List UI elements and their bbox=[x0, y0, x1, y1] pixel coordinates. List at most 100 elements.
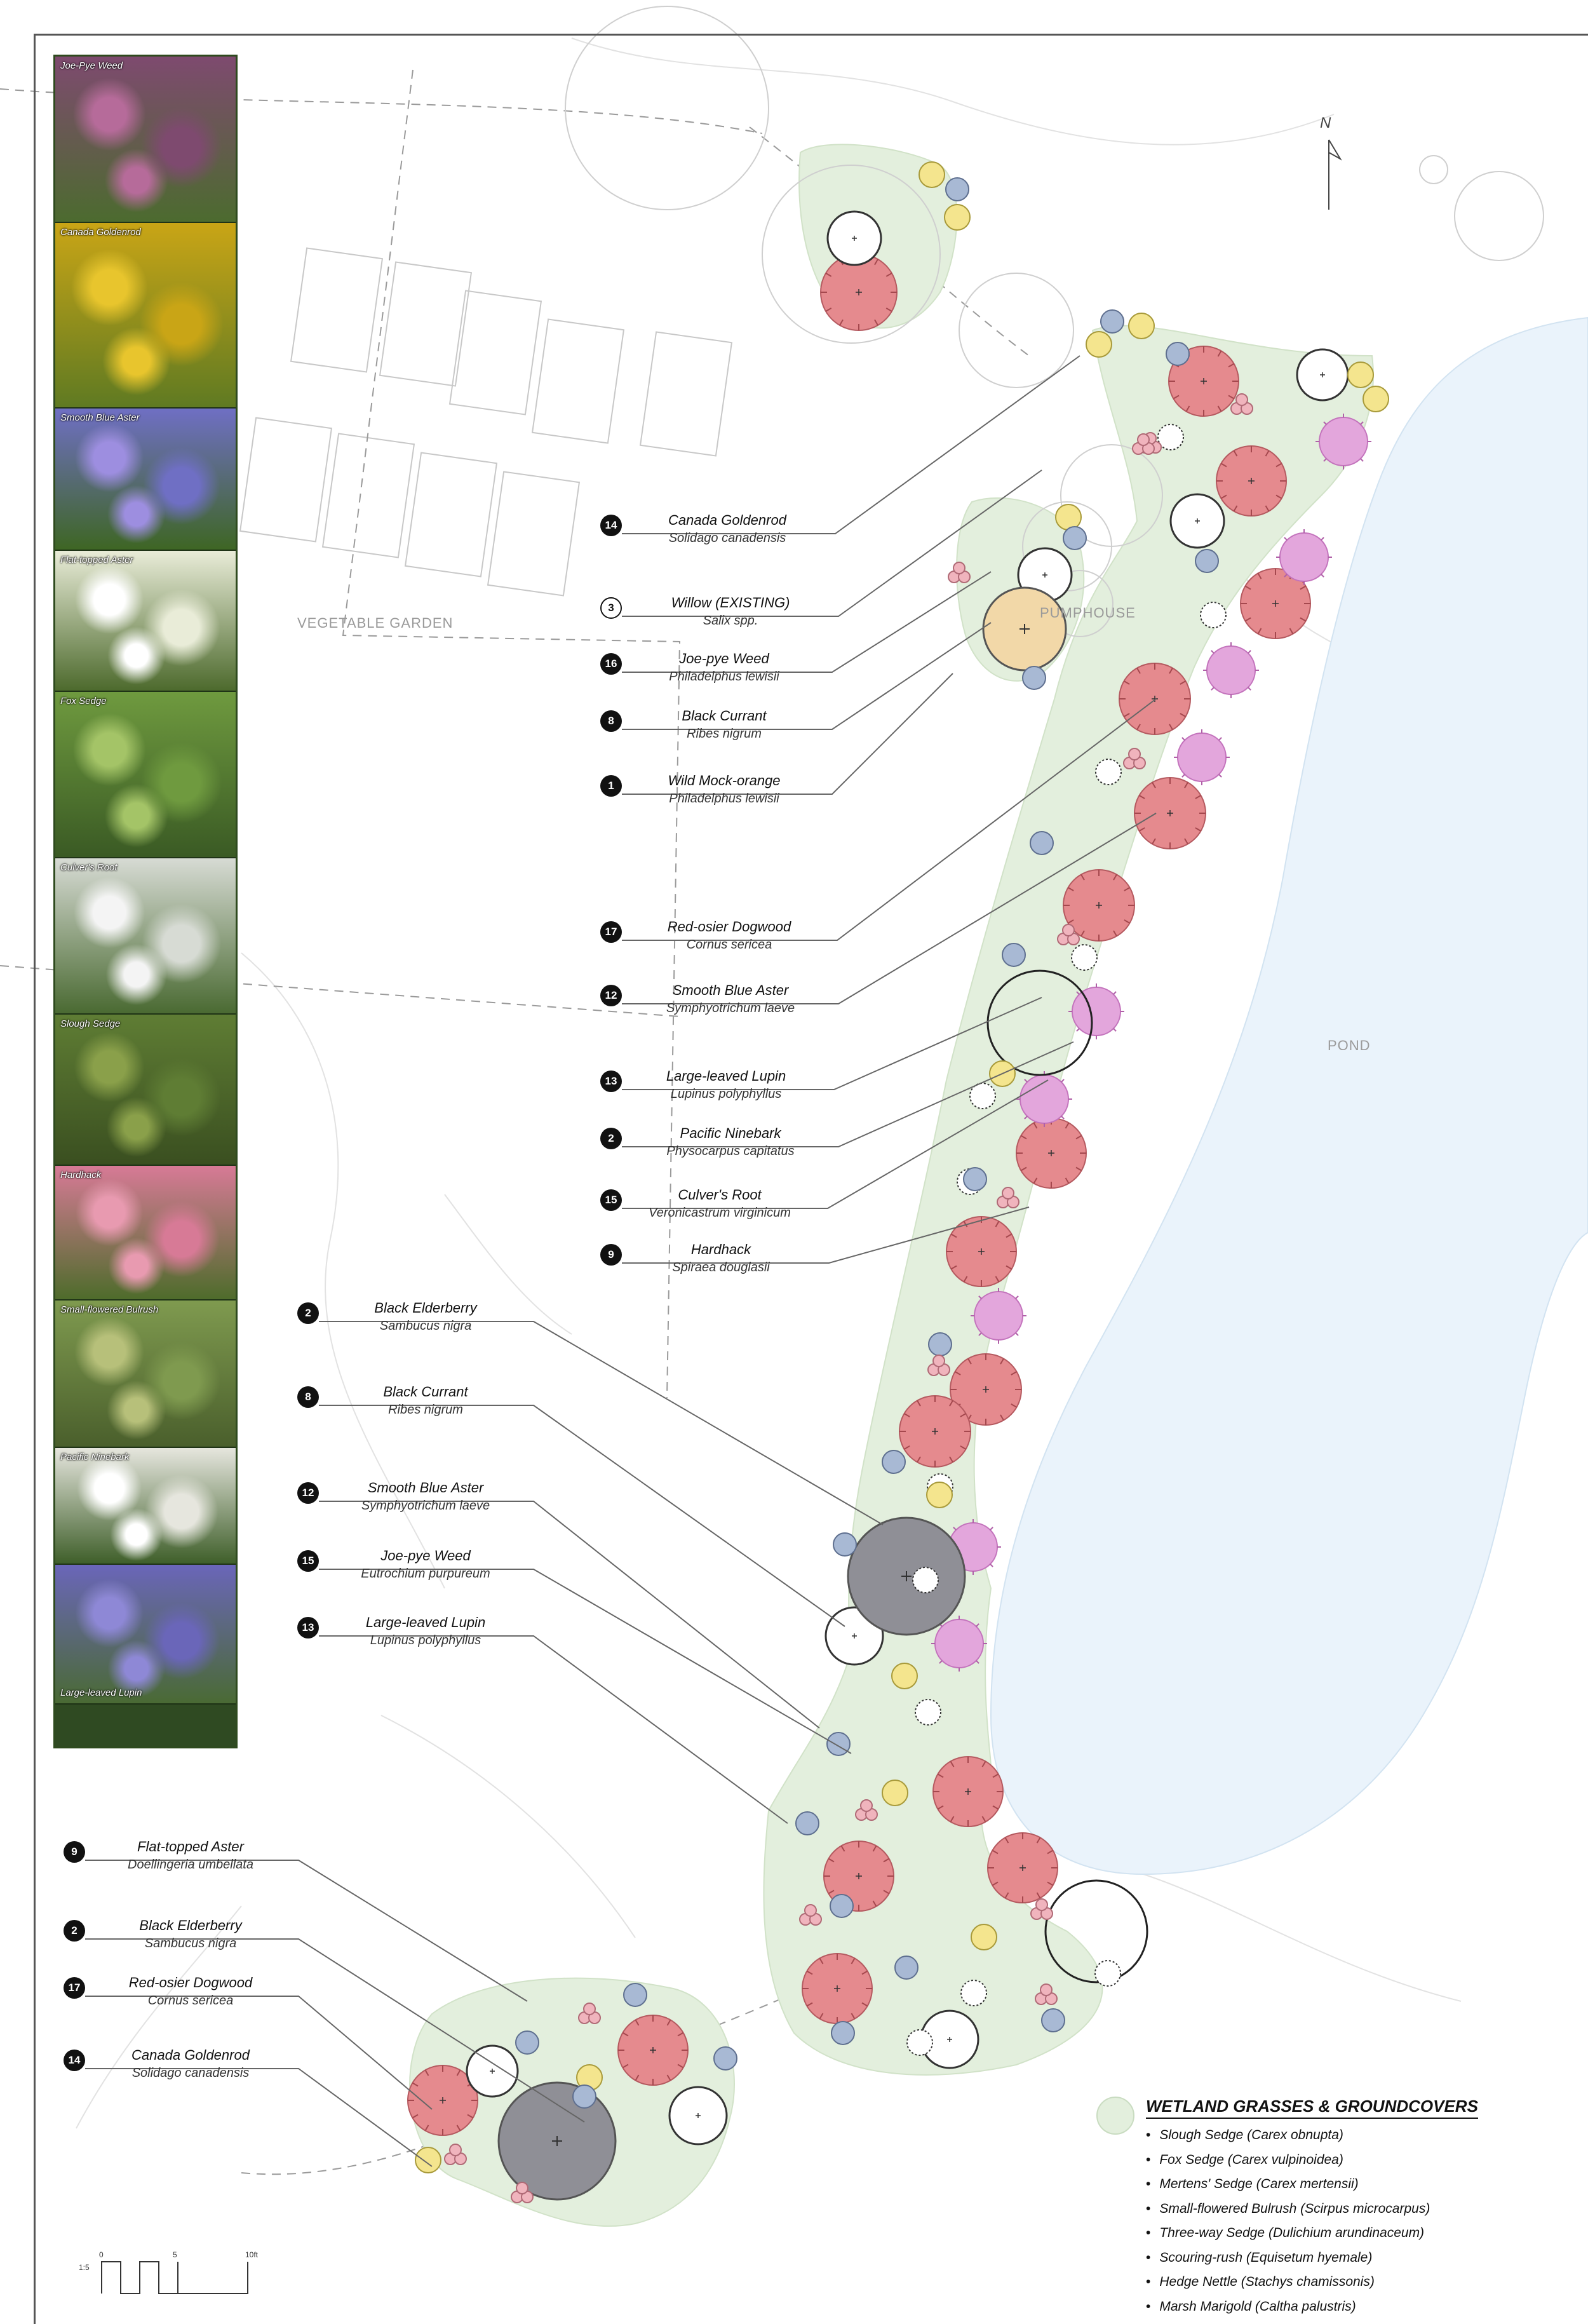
tree-tick bbox=[1113, 930, 1117, 936]
tree-tick bbox=[885, 273, 892, 277]
callout-scientific-name: Physocarpus capitatus bbox=[666, 1144, 795, 1158]
goldenrod-symbol bbox=[971, 1924, 997, 1950]
tree-tick bbox=[622, 2032, 629, 2037]
plant-photo: Slough Sedge bbox=[55, 1015, 236, 1166]
callout-common-name: Black Currant bbox=[682, 708, 767, 724]
tree-center-mark bbox=[932, 1428, 938, 1435]
plant-photo-caption: Smooth Blue Aster bbox=[60, 412, 140, 423]
tree-tick bbox=[412, 2082, 419, 2087]
shrub-tick bbox=[1323, 421, 1327, 425]
wetland-swatch bbox=[1096, 2097, 1134, 2135]
leader-line bbox=[319, 1569, 852, 1754]
tree-tick bbox=[840, 1845, 845, 1852]
aster-symbol bbox=[515, 2030, 539, 2055]
callout-common-name: Culver's Root bbox=[678, 1187, 762, 1203]
leader-line bbox=[319, 1405, 845, 1627]
callout-common-name: Joe-pye Weed bbox=[380, 1548, 471, 1564]
pond-label: POND bbox=[1328, 1037, 1371, 1053]
plant-photo: Large-leaved Lupin bbox=[55, 1565, 236, 1705]
tree-tick bbox=[1233, 450, 1238, 457]
callout-number: 17 bbox=[64, 1977, 85, 1999]
aster-symbol bbox=[1041, 2008, 1065, 2032]
leader-line bbox=[622, 1206, 1030, 1264]
leader-line bbox=[622, 470, 1042, 617]
callout-common-name: Large-leaved Lupin bbox=[365, 1614, 486, 1630]
tree-tick bbox=[955, 1371, 961, 1375]
shrub-tick bbox=[1061, 1079, 1065, 1083]
shrub-tick bbox=[1321, 537, 1324, 541]
goldenrod-symbol bbox=[415, 2147, 441, 2173]
aster-symbol bbox=[882, 1450, 906, 1474]
callout-common-name: Hardhack bbox=[690, 1241, 751, 1257]
tree-tick bbox=[1000, 1414, 1004, 1421]
tree-tick bbox=[1139, 795, 1145, 799]
leader-line bbox=[319, 1635, 788, 1824]
willow-center-mark bbox=[852, 236, 857, 241]
aster-symbol bbox=[830, 1894, 854, 1918]
shrub-tick bbox=[1181, 774, 1185, 778]
currant-symbol bbox=[804, 1904, 817, 1917]
tree-center-mark bbox=[1201, 378, 1207, 384]
tree-tick bbox=[1275, 463, 1282, 468]
legend-scientific-name: (Carex obnupta) bbox=[1247, 2128, 1343, 2142]
callout-number: 8 bbox=[297, 1386, 319, 1408]
tree-tick bbox=[1217, 350, 1222, 357]
aster-symbol bbox=[713, 2046, 737, 2071]
callout-scientific-name: Veronicastrum virginicum bbox=[649, 1206, 791, 1220]
tree-tick bbox=[666, 2074, 671, 2081]
callout-scientific-name: Salix spp. bbox=[703, 614, 758, 628]
tree-tick bbox=[1220, 463, 1227, 468]
tree-tick bbox=[1180, 680, 1186, 685]
currant-symbol bbox=[1137, 433, 1150, 446]
leader-line bbox=[622, 571, 992, 673]
callout-number: 8 bbox=[600, 710, 622, 732]
plant-photo-caption: Small-flowered Bulrush bbox=[60, 1304, 159, 1315]
callout-common-name: Canada Goldenrod bbox=[668, 512, 786, 528]
tree-tick bbox=[981, 1760, 986, 1767]
shrub-tick bbox=[1284, 537, 1288, 541]
legend-item: Marsh Marigold (Caltha palustris) bbox=[1146, 2295, 1430, 2320]
leader-line bbox=[622, 1079, 1049, 1209]
legend-item: Slough Sedge (Carex obnupta) bbox=[1146, 2123, 1430, 2148]
legend-common-name: Slough Sedge bbox=[1159, 2128, 1248, 2142]
callout-common-name: Red-osier Dogwood bbox=[667, 919, 791, 935]
callout-common-name: Canada Goldenrod bbox=[131, 2047, 250, 2063]
tree-center-mark bbox=[983, 1386, 989, 1393]
currant-symbol bbox=[1128, 748, 1141, 760]
tree-tick bbox=[874, 259, 878, 266]
tree-tick bbox=[995, 1220, 1000, 1227]
callout-scientific-name: Lupinus polyphyllus bbox=[370, 1633, 481, 1647]
tree-tick bbox=[666, 2019, 671, 2026]
legend-scientific-name: (Carex vulpinoidea) bbox=[1227, 2152, 1343, 2167]
currant-symbol bbox=[583, 2003, 596, 2015]
plant-photo-caption: Flat-topped Aster bbox=[60, 555, 133, 565]
legend-common-name: Fox Sedge bbox=[1159, 2152, 1228, 2167]
tree-tick bbox=[1068, 919, 1074, 924]
tree-tick bbox=[1004, 1837, 1009, 1844]
tree-tick bbox=[1011, 1371, 1017, 1375]
shrub-tick bbox=[1218, 774, 1222, 778]
callout-number: 2 bbox=[600, 1128, 622, 1149]
tree-center-mark bbox=[965, 1788, 971, 1795]
tree-tick bbox=[963, 1276, 968, 1283]
tree-tick bbox=[1300, 617, 1307, 622]
aster-symbol bbox=[572, 2084, 596, 2109]
legend-title: WETLAND GRASSES & GROUNDCOVERS bbox=[1146, 2097, 1478, 2119]
tree-center-mark bbox=[1167, 810, 1173, 816]
flat-topped-aster-symbol bbox=[912, 1567, 939, 1593]
leader-line bbox=[319, 1501, 820, 1729]
north-arrow bbox=[1328, 139, 1342, 210]
legend-item: Scouring-rush (Equisetum hyemale) bbox=[1146, 2246, 1430, 2271]
tree-tick bbox=[883, 1858, 890, 1863]
tree-tick bbox=[1006, 1265, 1013, 1270]
callout-number: 13 bbox=[600, 1071, 622, 1092]
aster-symbol bbox=[963, 1167, 987, 1191]
callout-leader-lines bbox=[85, 355, 1157, 2167]
callout-common-name: Black Currant bbox=[383, 1384, 468, 1400]
flat-topped-aster-symbol bbox=[1094, 1960, 1121, 1987]
tree-tick bbox=[1124, 887, 1130, 891]
center-mark bbox=[901, 1571, 912, 1581]
shrub-tick bbox=[939, 1660, 943, 1664]
legend-common-name: Scouring-rush bbox=[1159, 2250, 1246, 2265]
leader-line bbox=[622, 622, 992, 730]
